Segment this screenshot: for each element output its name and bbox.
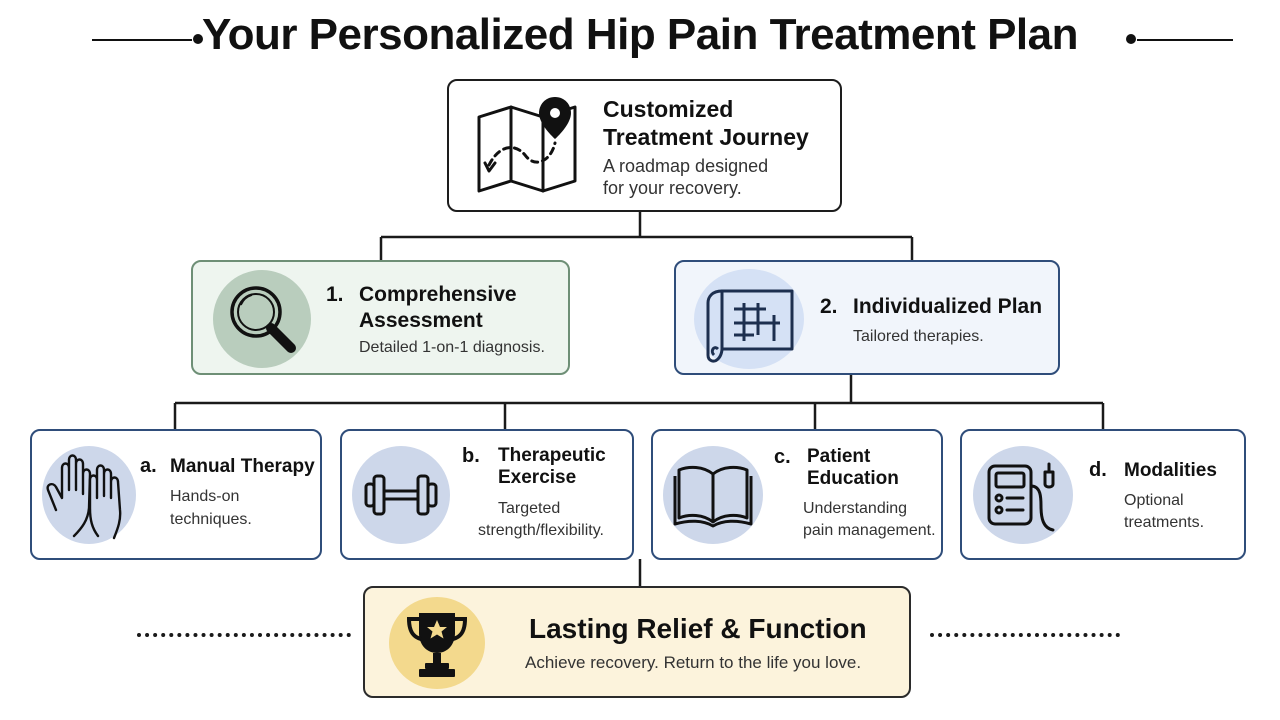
open-book-icon bbox=[673, 465, 753, 528]
manual-icon-circle bbox=[42, 446, 136, 544]
therapy-b-letter: b. bbox=[462, 445, 480, 467]
title-dot-left bbox=[193, 34, 203, 44]
therapy-c-letter: c. bbox=[774, 446, 791, 468]
modalities-icon-circle bbox=[973, 446, 1073, 544]
folded-map-pin-icon bbox=[475, 95, 579, 195]
therapy-a-letter: a. bbox=[140, 455, 157, 477]
assessment-icon-circle bbox=[213, 270, 311, 368]
root-node: Customized Treatment Journey A roadmap d… bbox=[447, 79, 842, 212]
step-2-desc: Tailored therapies. bbox=[853, 328, 984, 345]
goal-heading: Lasting Relief & Function bbox=[529, 613, 867, 644]
therapy-c-desc-line-1: Understanding bbox=[803, 500, 908, 517]
step-1-number: 1. bbox=[326, 283, 344, 306]
step-individualized-plan: 2. Individualized Plan Tailored therapie… bbox=[674, 260, 1060, 375]
goal-desc: Achieve recovery. Return to the life you… bbox=[525, 653, 862, 672]
goal-node: Lasting Relief & Function Achieve recove… bbox=[363, 586, 911, 698]
dumbbell-icon bbox=[364, 474, 438, 516]
magnifying-glass-icon bbox=[230, 286, 296, 353]
therapy-manual: a. Manual Therapy Hands-on techniques. bbox=[30, 429, 322, 560]
title-rule-left bbox=[92, 39, 192, 41]
therapy-c-heading-line-2: Education bbox=[807, 468, 899, 489]
page-title: Your Personalized Hip Pain Treatment Pla… bbox=[201, 10, 1079, 59]
root-desc-line-2: for your recovery. bbox=[603, 178, 742, 198]
step-assessment: 1. Comprehensive Assessment Detailed 1-o… bbox=[191, 260, 570, 375]
therapy-a-desc-line-1: Hands-on bbox=[170, 488, 240, 505]
therapy-c-heading-line-1: Patient bbox=[807, 446, 871, 467]
therapy-a-heading: Manual Therapy bbox=[170, 456, 315, 477]
therapy-d-desc-line-1: Optional bbox=[1124, 492, 1184, 509]
title-dot-right bbox=[1126, 34, 1136, 44]
step-1-desc: Detailed 1-on-1 diagnosis. bbox=[359, 339, 545, 356]
therapy-b-desc-line-1: Targeted bbox=[498, 500, 561, 517]
plan-icon-circle bbox=[694, 269, 804, 369]
step-1-heading-line-2: Assessment bbox=[359, 309, 483, 332]
therapy-b-heading-line-1: Therapeutic bbox=[498, 445, 606, 466]
step-1-heading-line-1: Comprehensive bbox=[359, 283, 517, 306]
exercise-icon-circle bbox=[352, 446, 450, 544]
therapy-b-desc-line-2: strength/flexibility. bbox=[478, 522, 604, 539]
therapy-a-desc-line-2: techniques. bbox=[170, 511, 252, 528]
step-2-heading: Individualized Plan bbox=[853, 295, 1043, 318]
trophy-icon bbox=[406, 613, 468, 677]
therapy-d-letter: d. bbox=[1089, 459, 1107, 481]
goal-dotted-right bbox=[930, 633, 1120, 641]
therapy-modalities: d. Modalities Optional treatments. bbox=[960, 429, 1246, 560]
root-desc-line-1: A roadmap designed bbox=[603, 156, 769, 176]
root-heading-line-2: Treatment Journey bbox=[603, 124, 809, 150]
tens-device-icon bbox=[987, 462, 1055, 532]
title-rule-right bbox=[1137, 39, 1233, 41]
step-2-number: 2. bbox=[820, 295, 838, 318]
therapy-b-heading-line-2: Exercise bbox=[498, 467, 577, 488]
therapy-c-desc-line-2: pain management. bbox=[803, 522, 936, 539]
goal-icon-circle bbox=[389, 597, 485, 689]
blueprint-scroll-icon bbox=[706, 289, 794, 363]
root-heading-line-1: Customized bbox=[603, 96, 734, 122]
therapy-d-heading: Modalities bbox=[1124, 460, 1217, 481]
therapy-exercise: b. Therapeutic Exercise Targeted strengt… bbox=[340, 429, 634, 560]
education-icon-circle bbox=[663, 446, 763, 544]
therapy-education: c. Patient Education Understanding pain … bbox=[651, 429, 943, 560]
goal-dotted-left bbox=[137, 633, 351, 641]
therapy-d-desc-line-2: treatments. bbox=[1124, 514, 1205, 531]
hands-icon bbox=[46, 454, 122, 540]
